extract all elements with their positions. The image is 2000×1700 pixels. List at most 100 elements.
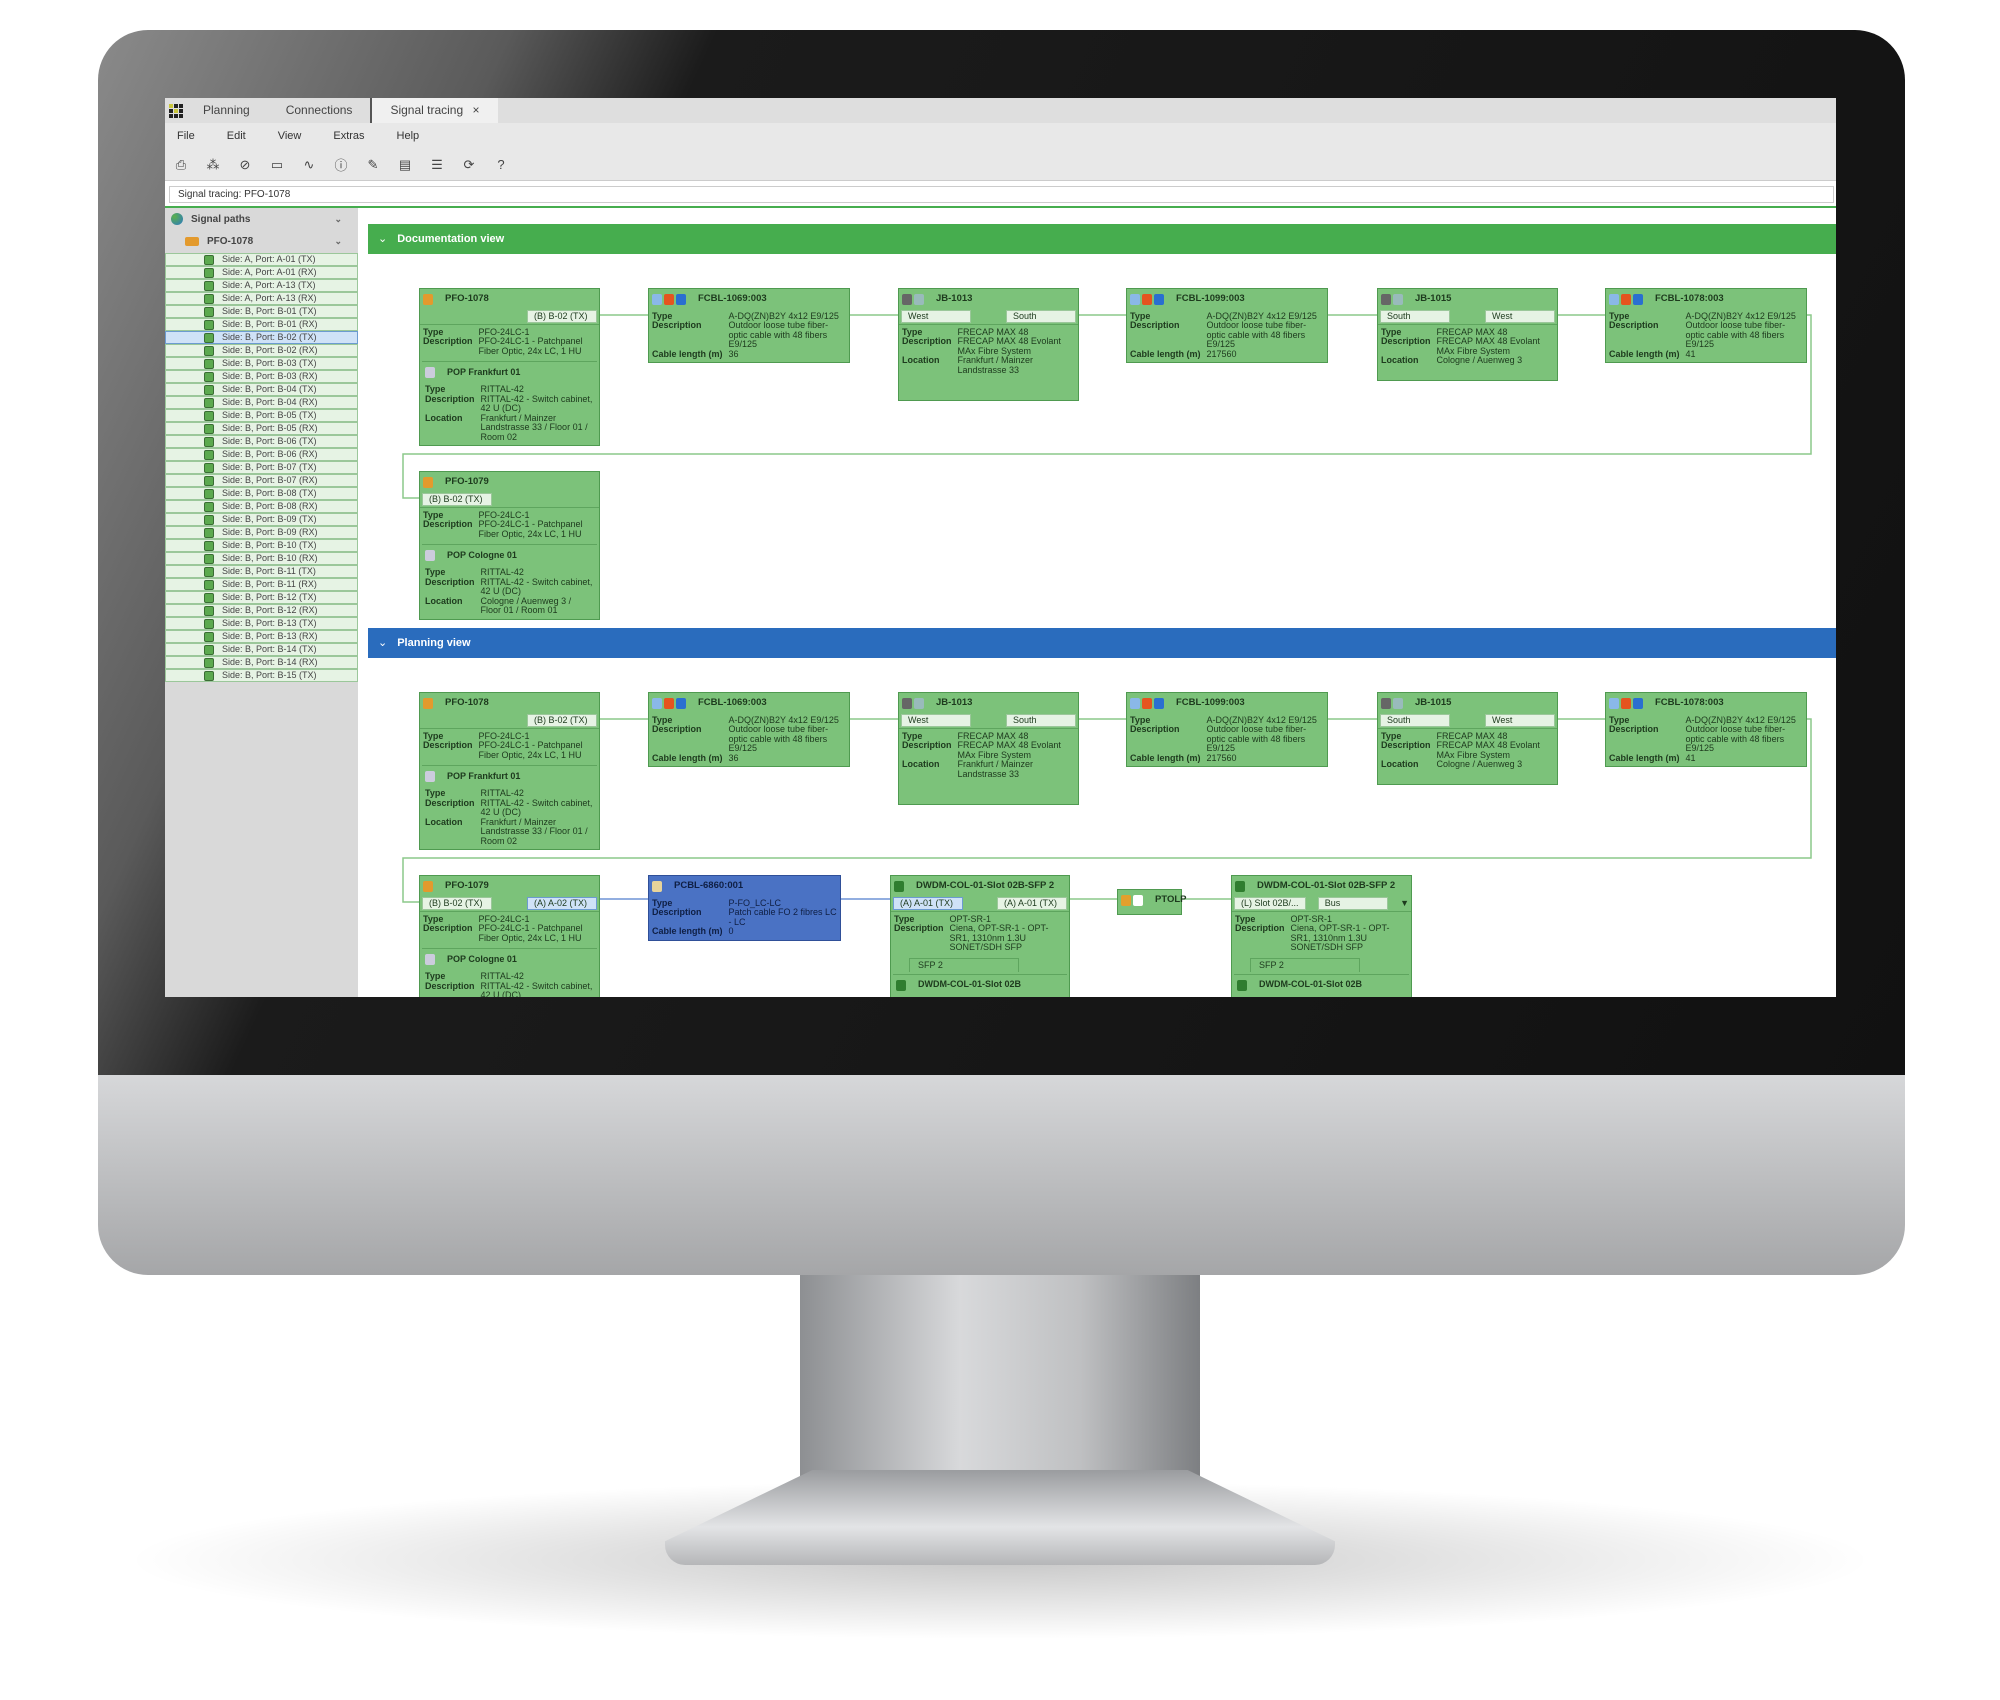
close-icon[interactable]: × (472, 103, 480, 117)
signal-icon[interactable]: ∿ (303, 156, 315, 172)
menu-edit[interactable]: Edit (226, 130, 246, 142)
tree-item[interactable]: Side: B, Port: B-13 (TX) (165, 617, 358, 631)
tree-item[interactable]: Side: B, Port: B-01 (RX) (165, 318, 358, 332)
tree-root-signal-paths[interactable]: Signal paths⌄ (165, 208, 358, 231)
table-icon[interactable]: ☰ (431, 156, 443, 172)
tree-item[interactable]: Side: B, Port: B-04 (RX) (165, 396, 358, 410)
help-icon[interactable]: ? (497, 157, 505, 172)
node-ptolp[interactable]: PTOLP (1117, 889, 1187, 915)
tree-item[interactable]: Side: A, Port: A-13 (RX) (165, 292, 358, 306)
joint-box-icon (1381, 293, 1403, 305)
port-selector[interactable]: South (1006, 714, 1076, 727)
node-dwdm-col-01-slot-02b-sfp-2[interactable]: DWDM-COL-01-Slot 02B-SFP 2(A) A-01 (TX)(… (890, 875, 1070, 997)
port-selector[interactable]: Bus (1317, 897, 1388, 910)
tree-group-pfo-1078[interactable]: PFO-1078⌄ (165, 231, 358, 254)
port-selector[interactable]: (A) A-01 (TX) (997, 897, 1067, 910)
tab-planning[interactable]: Planning (203, 103, 250, 117)
tree-item[interactable]: Side: B, Port: B-14 (RX) (165, 656, 358, 670)
tree-item[interactable]: Side: B, Port: B-10 (TX) (165, 539, 358, 553)
sub-tab[interactable]: SFP 2 (909, 957, 1019, 973)
dropdown-arrow-icon[interactable]: ▼ (1400, 897, 1409, 908)
port-selector[interactable]: West (1485, 310, 1555, 323)
port-selector[interactable]: (A) A-02 (TX) (527, 897, 597, 910)
tree-item[interactable]: Side: B, Port: B-04 (TX) (165, 383, 358, 397)
tree-item[interactable]: Side: B, Port: B-15 (TX) (165, 669, 358, 683)
tree-item[interactable]: Side: B, Port: B-06 (TX) (165, 435, 358, 449)
tree-item[interactable]: Side: A, Port: A-01 (TX) (165, 253, 358, 267)
port-selector[interactable]: South (1380, 310, 1450, 323)
tree-item[interactable]: Side: B, Port: B-09 (RX) (165, 526, 358, 540)
port-selector[interactable]: (B) B-02 (TX) (422, 493, 492, 506)
menu-view[interactable]: View (277, 130, 302, 142)
tree-item[interactable]: Side: B, Port: B-11 (RX) (165, 578, 358, 592)
tree-item[interactable]: Side: B, Port: B-05 (TX) (165, 409, 358, 423)
port-selector[interactable]: (B) B-02 (TX) (527, 714, 597, 727)
port-selector[interactable]: (L) Slot 02B/... (1234, 897, 1306, 910)
info-icon[interactable]: ⓘ (334, 158, 348, 173)
menu-extras[interactable]: Extras (333, 130, 365, 142)
port-selector[interactable]: West (901, 714, 971, 727)
tree-item[interactable]: Side: B, Port: B-02 (TX) (165, 331, 358, 345)
tree-item[interactable]: Side: B, Port: B-07 (RX) (165, 474, 358, 488)
chevron-down-icon[interactable]: ⌄ (334, 236, 342, 247)
tree-item[interactable]: Side: B, Port: B-14 (TX) (165, 643, 358, 657)
tree-item[interactable]: Side: B, Port: B-11 (TX) (165, 565, 358, 579)
port-selector[interactable]: (B) B-02 (TX) (527, 310, 597, 323)
property-label: Description (1609, 320, 1659, 331)
tree-item[interactable]: Side: B, Port: B-12 (TX) (165, 591, 358, 605)
tree-item[interactable]: Side: A, Port: A-01 (RX) (165, 266, 358, 280)
screen-icon[interactable]: ▭ (270, 156, 284, 172)
tree-item[interactable]: Side: B, Port: B-09 (TX) (165, 513, 358, 527)
tree-item[interactable]: Side: B, Port: B-06 (RX) (165, 448, 358, 462)
port-icon (204, 553, 214, 564)
tree-item[interactable]: Side: B, Port: B-12 (RX) (165, 604, 358, 618)
documentation-view-header[interactable]: ⌄Documentation view (368, 224, 1836, 254)
tree-item[interactable]: Side: B, Port: B-08 (RX) (165, 500, 358, 514)
tab-connections[interactable]: Connections (285, 103, 353, 117)
tree-item[interactable]: Side: B, Port: B-03 (TX) (165, 357, 358, 371)
tree-item[interactable]: Side: B, Port: B-02 (RX) (165, 344, 358, 358)
port-selector[interactable]: (B) B-02 (TX) (422, 897, 492, 910)
port-selector[interactable]: West (1485, 714, 1555, 727)
tree-item[interactable]: Side: A, Port: A-13 (TX) (165, 279, 358, 293)
sub-tab[interactable]: SFP 2 (1250, 957, 1360, 973)
compass-icon[interactable]: ⊘ (239, 156, 251, 172)
tree-item[interactable]: Side: B, Port: B-05 (RX) (165, 422, 358, 436)
network-icon[interactable]: ⁂ (206, 156, 220, 172)
tree-item[interactable]: Side: B, Port: B-01 (TX) (165, 305, 358, 319)
tree-item[interactable]: Side: B, Port: B-07 (TX) (165, 461, 358, 475)
edit-icon[interactable]: ✎ (367, 156, 379, 172)
tab-signal-tracing[interactable]: Signal tracing × (370, 98, 498, 123)
clipboard-icon[interactable]: ▤ (398, 156, 412, 172)
port-selector[interactable]: South (1006, 310, 1076, 323)
menu-file[interactable]: File (177, 130, 195, 142)
node-dwdm-col-01-slot-02b-sfp-2[interactable]: DWDM-COL-01-Slot 02B-SFP 2(L) Slot 02B/.… (1231, 875, 1412, 997)
tree-item[interactable]: Side: B, Port: B-10 (RX) (165, 552, 358, 566)
tree-item[interactable]: Side: B, Port: B-03 (RX) (165, 370, 358, 384)
port-selector[interactable]: West (901, 310, 971, 323)
chevron-down-icon[interactable]: ⌄ (334, 213, 342, 224)
refresh-icon[interactable]: ⟳ (463, 156, 475, 172)
menu-help[interactable]: Help (396, 130, 420, 142)
port-selector[interactable]: South (1380, 714, 1450, 727)
planning-view-header[interactable]: ⌄Planning view (368, 628, 1836, 658)
tree-item[interactable]: Side: B, Port: B-13 (RX) (165, 630, 358, 644)
tree-item[interactable]: Side: B, Port: B-08 (TX) (165, 487, 358, 501)
print-icon[interactable]: ⎙ (175, 156, 187, 172)
port-selector[interactable]: (A) A-01 (TX) (893, 897, 963, 910)
